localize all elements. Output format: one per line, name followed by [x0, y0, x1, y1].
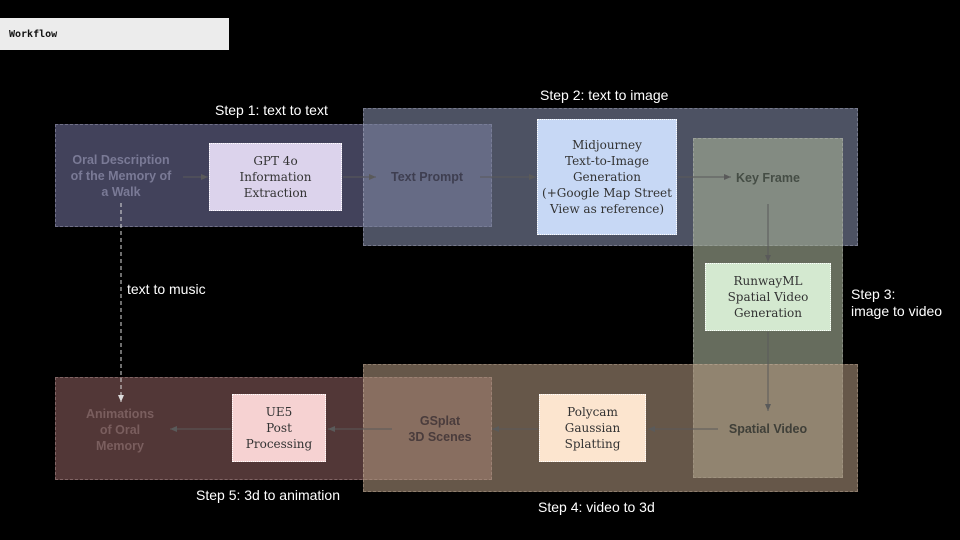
polycam-line: Gaussian — [564, 421, 621, 435]
gpt-box: GPT 4o Information Extraction — [209, 143, 342, 211]
step3-label-line2: image to video — [851, 303, 943, 319]
step5-label: Step 5: 3d to animation — [196, 487, 340, 503]
animations-line: of Oral — [99, 423, 141, 437]
gsplat-line: 3D Scenes — [408, 430, 472, 444]
animations-line: Memory — [96, 439, 144, 453]
animations-node: Animations of Oral Memory — [70, 404, 170, 456]
spatial-video-node: Spatial Video — [728, 422, 808, 436]
text-prompt-node: Text Prompt — [391, 170, 463, 184]
midjourney-line: Midjourney — [572, 138, 642, 152]
runway-box: RunwayML Spatial Video Generation — [705, 263, 831, 331]
oral-description-node: Oral Description of the Memory of a Walk — [62, 150, 180, 202]
step4-region — [363, 364, 858, 492]
text-to-music-label: text to music — [127, 281, 206, 297]
oral-line: Oral Description — [72, 153, 170, 167]
midjourney-line: View as reference) — [549, 202, 665, 216]
gpt-line: Information — [239, 170, 312, 184]
gsplat-node: GSplat 3D Scenes — [392, 411, 488, 447]
ue5-line: Processing — [245, 437, 313, 451]
step3-label-line1: Step 3: — [851, 286, 896, 302]
midjourney-line: (+Google Map Street — [542, 186, 672, 200]
midjourney-line: Generation — [572, 170, 641, 184]
gsplat-line: GSplat — [419, 414, 461, 428]
ue5-box: UE5 Post Processing — [232, 394, 326, 462]
polycam-box: Polycam Gaussian Splatting — [539, 394, 646, 462]
runway-line: Generation — [733, 306, 802, 320]
workflow-title: Workflow — [0, 18, 229, 50]
midjourney-box: Midjourney Text-to-Image Generation (+Go… — [537, 119, 677, 235]
runway-line: RunwayML — [733, 274, 803, 288]
runway-line: Spatial Video — [727, 290, 809, 304]
polycam-line: Splatting — [564, 437, 621, 451]
step2-label: Step 2: text to image — [540, 87, 669, 103]
polycam-line: Polycam — [567, 405, 618, 419]
step1-label: Step 1: text to text — [215, 102, 328, 118]
midjourney-line: Text-to-Image — [565, 154, 649, 168]
oral-line: of the Memory of — [70, 169, 172, 183]
animations-line: Animations — [85, 407, 155, 421]
oral-line: a Walk — [101, 185, 141, 199]
ue5-line: UE5 — [265, 405, 293, 419]
key-frame-node: Key Frame — [736, 171, 800, 185]
ue5-line: Post — [266, 421, 292, 435]
step4-label: Step 4: video to 3d — [538, 499, 655, 515]
gpt-line: GPT 4o — [253, 154, 298, 168]
gpt-line: Extraction — [243, 186, 308, 200]
